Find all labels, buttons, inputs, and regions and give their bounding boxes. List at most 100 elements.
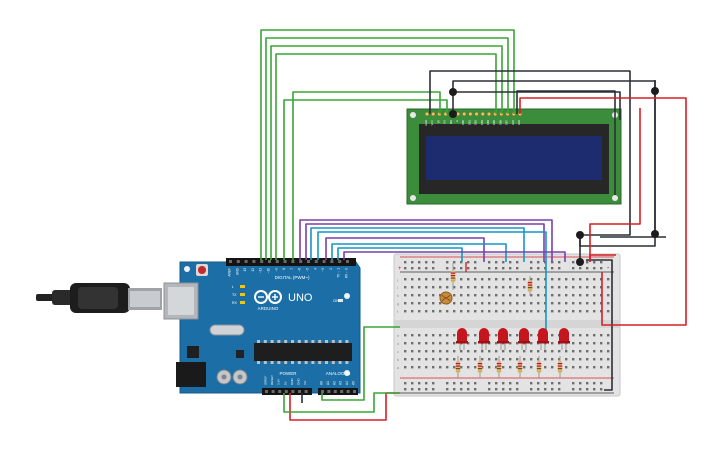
digital-pin-hole[interactable] bbox=[314, 260, 318, 263]
power-pin-hole[interactable] bbox=[265, 390, 268, 393]
digital-pin-hole[interactable] bbox=[275, 260, 279, 263]
analog-pin-label: A3 bbox=[339, 381, 343, 385]
wire-purple bbox=[305, 223, 545, 262]
lcd-pin-label: DB3 bbox=[480, 119, 484, 125]
arduino-uno-text: UNO bbox=[288, 292, 313, 304]
digital-pin-hole[interactable] bbox=[236, 260, 240, 263]
lcd-pin[interactable] bbox=[424, 111, 430, 117]
digital-pin-hole[interactable] bbox=[330, 260, 334, 263]
lcd-pin-label: E bbox=[455, 120, 459, 122]
digital-pin-hole[interactable] bbox=[307, 260, 310, 263]
digital-pin-hole[interactable] bbox=[252, 260, 256, 263]
power-pin-hole[interactable] bbox=[304, 390, 308, 393]
lcd-pin[interactable] bbox=[480, 111, 485, 117]
analog-pin-hole[interactable] bbox=[346, 390, 350, 393]
row-letter: c bbox=[397, 350, 399, 354]
digital-pin-label: GND bbox=[235, 267, 239, 275]
wire-green bbox=[283, 392, 400, 413]
analog-pin-label: A5 bbox=[352, 381, 356, 385]
digital-pin-hole[interactable] bbox=[299, 260, 303, 263]
led-resistor[interactable] bbox=[496, 356, 502, 378]
digital-pin-hole[interactable] bbox=[322, 260, 326, 263]
power-pin-hole[interactable] bbox=[271, 390, 275, 393]
wire-junctions bbox=[449, 87, 659, 266]
row-letter: f bbox=[397, 310, 398, 314]
arduino-brand-text: ARDUINO bbox=[258, 306, 279, 311]
led-resistor[interactable] bbox=[455, 356, 461, 378]
power-label: POWER bbox=[279, 371, 297, 376]
red-led[interactable] bbox=[497, 328, 509, 350]
photoresistor[interactable] bbox=[439, 291, 453, 305]
led-resistor[interactable] bbox=[517, 356, 523, 378]
digital-pin-label: RX← 0 bbox=[345, 268, 349, 279]
red-led[interactable] bbox=[518, 328, 530, 350]
power-pin-hole[interactable] bbox=[298, 390, 301, 393]
digital-pin-hole[interactable] bbox=[229, 260, 232, 263]
led-resistor[interactable] bbox=[477, 356, 483, 378]
lcd-pin-label: DB6 bbox=[498, 119, 502, 125]
lcd-screen bbox=[426, 136, 602, 180]
analog-pin-hole[interactable] bbox=[353, 390, 356, 393]
rail-minus-label: - bbox=[607, 265, 610, 272]
lcd-pin[interactable] bbox=[431, 111, 436, 117]
digital-pin-hole[interactable] bbox=[346, 260, 349, 263]
digital-pin-label: TX→ 1 bbox=[337, 268, 341, 278]
analog-pin-label: A2 bbox=[332, 381, 336, 385]
wire-green bbox=[260, 29, 515, 260]
lcd-pin-label: LED bbox=[517, 120, 521, 125]
analog-pin-hole[interactable] bbox=[327, 390, 331, 393]
power-pin-hole[interactable] bbox=[291, 390, 295, 393]
digital-pin-hole[interactable] bbox=[244, 260, 248, 263]
resistor[interactable] bbox=[527, 276, 533, 296]
red-led[interactable] bbox=[558, 328, 570, 350]
analog-pin-hole[interactable] bbox=[321, 390, 324, 393]
atmega-chip bbox=[254, 343, 352, 361]
power-pin-label: 3.3V bbox=[277, 379, 281, 385]
wire-green bbox=[321, 326, 400, 401]
usb-cable bbox=[36, 283, 162, 313]
digital-pin-hole[interactable] bbox=[268, 260, 271, 263]
lcd-pin[interactable] bbox=[468, 111, 473, 117]
digital-pin-hole[interactable] bbox=[338, 260, 342, 263]
digital-pin-label: ~3 bbox=[321, 268, 325, 272]
red-led[interactable] bbox=[537, 328, 549, 350]
power-pin-hole[interactable] bbox=[284, 390, 288, 393]
power-pin-label: RESET bbox=[270, 375, 274, 385]
red-led[interactable] bbox=[478, 328, 490, 350]
lcd-pin[interactable] bbox=[486, 111, 492, 117]
led-resistor[interactable] bbox=[536, 356, 542, 378]
lcd-pin-label: V0 bbox=[436, 119, 440, 123]
wire-purple bbox=[343, 251, 566, 262]
digital-pin-hole[interactable] bbox=[260, 260, 264, 263]
digital-pin-hole[interactable] bbox=[283, 260, 287, 263]
wire-green bbox=[270, 45, 503, 260]
lcd-pin-label: DB7 bbox=[505, 119, 509, 125]
digital-pin-label: 7 bbox=[290, 268, 294, 270]
analog-pin-hole[interactable] bbox=[333, 390, 337, 393]
wire-black bbox=[452, 91, 621, 120]
lcd-pin-label: VCC bbox=[430, 120, 434, 126]
digital-pin-label: ~10 bbox=[267, 268, 271, 274]
lcd-pin-label: DB0 bbox=[461, 119, 465, 125]
lcd-pin-label: DB2 bbox=[474, 119, 478, 125]
lcd-pin[interactable] bbox=[462, 111, 467, 117]
row-letter: g bbox=[397, 302, 399, 306]
lcd-pin[interactable] bbox=[474, 111, 479, 117]
analog-pin-hole[interactable] bbox=[340, 390, 344, 393]
breadboard-components bbox=[439, 262, 570, 378]
row-letter: j bbox=[396, 278, 398, 282]
row-letter: d bbox=[397, 342, 399, 346]
board-led-label: RX bbox=[232, 301, 238, 305]
row-letter: i bbox=[397, 286, 398, 290]
red-led[interactable] bbox=[456, 328, 468, 350]
ldr-resistor[interactable] bbox=[450, 263, 456, 290]
power-pin-hole[interactable] bbox=[278, 390, 282, 393]
digital-pin-hole[interactable] bbox=[291, 260, 295, 263]
lcd-pin-label: LED bbox=[511, 120, 515, 125]
board-led-label: TX bbox=[232, 293, 237, 297]
led-resistor[interactable] bbox=[557, 356, 563, 378]
wire-green bbox=[292, 91, 441, 260]
